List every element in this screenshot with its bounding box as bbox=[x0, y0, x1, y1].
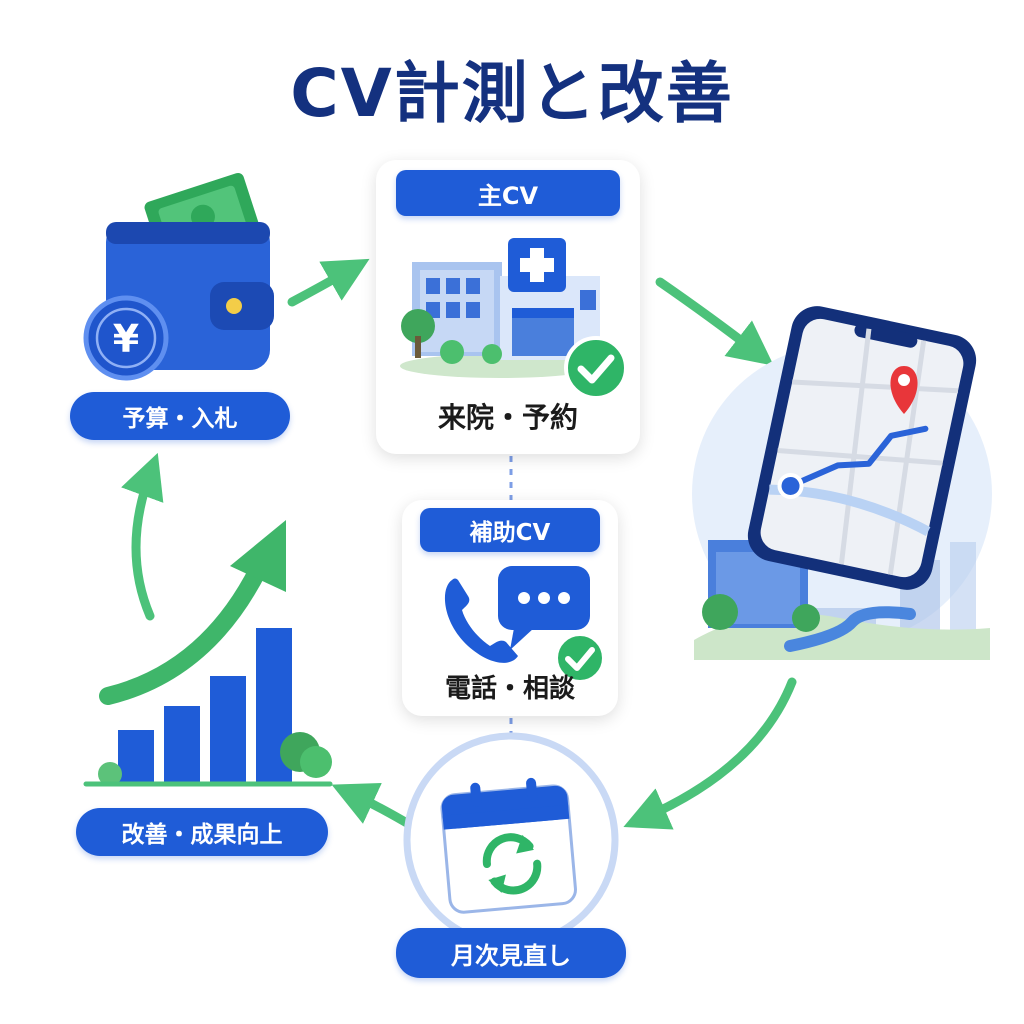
check-icon bbox=[564, 336, 628, 400]
yen-coin-icon bbox=[83, 295, 169, 381]
arrow-budget-to-primary bbox=[287, 258, 370, 307]
calendar-refresh-icon bbox=[440, 777, 577, 914]
secondary-cv-header: 補助CV bbox=[420, 508, 600, 552]
check-icon bbox=[554, 632, 606, 684]
bar-chart-icon bbox=[83, 628, 333, 787]
primary-cv-header: 主CV bbox=[396, 170, 620, 216]
smartphone-map-icon bbox=[692, 306, 992, 660]
page-title: CV計測と改善 bbox=[290, 55, 734, 132]
phone-icon bbox=[444, 578, 518, 663]
improvement-label: 改善・成果向上 bbox=[76, 808, 328, 856]
arrow-primary-to-map bbox=[655, 277, 774, 366]
arrow-map-to-review bbox=[623, 677, 797, 830]
hospital-icon bbox=[400, 238, 600, 378]
growth-arrow-icon bbox=[99, 520, 286, 705]
location-pin-icon bbox=[890, 366, 918, 414]
secondary-cv-label: 電話・相談 bbox=[444, 674, 575, 704]
arrow-improvement-to-budget bbox=[121, 452, 164, 621]
primary-cv-label: 来院・予約 bbox=[437, 401, 578, 434]
secondary-cv-card: 補助CV 電話・相談 bbox=[402, 500, 618, 716]
phone-chat-icons bbox=[444, 566, 590, 663]
arrow-review-to-improvement bbox=[331, 783, 417, 831]
chat-bubble-icon bbox=[498, 566, 590, 650]
primary-cv-card: 主CV 来院・予約 bbox=[376, 160, 640, 454]
monthly-review-label: 月次見直し bbox=[396, 928, 626, 978]
budget-label: 予算・入札 bbox=[70, 392, 290, 440]
yen-symbol: ¥ bbox=[113, 317, 139, 361]
